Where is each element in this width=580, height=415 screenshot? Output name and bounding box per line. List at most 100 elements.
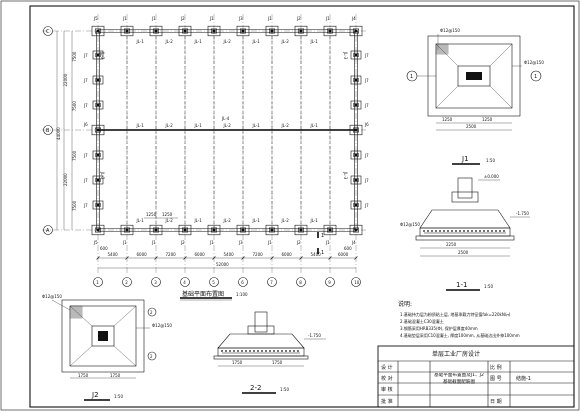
column xyxy=(96,54,100,56)
column-label-bottom: J1 xyxy=(325,240,330,245)
dim-text-bottom: 7200 xyxy=(166,252,177,257)
dim-text-bottom: 6000 xyxy=(137,252,148,257)
column-label-top: J2 xyxy=(296,16,301,21)
s22-footing xyxy=(217,333,305,349)
s22-cushion xyxy=(213,355,309,360)
beam-label: JL-1 xyxy=(310,123,319,128)
column xyxy=(125,228,129,232)
dim-edge-offset: 600 xyxy=(344,246,352,251)
j1-scale: 1:50 xyxy=(486,158,495,163)
dim-tick xyxy=(96,256,100,260)
rebar-dot xyxy=(475,230,477,232)
plan-title: 基础平面布置图 xyxy=(182,290,224,298)
axis-bubble-v xyxy=(296,277,306,287)
j2-pedestal xyxy=(91,325,115,347)
rebar-dot xyxy=(245,350,247,352)
j2-rebar-hatch xyxy=(69,305,83,319)
footing-j1-pedestal xyxy=(240,28,247,34)
axis-bubble-v xyxy=(351,277,361,287)
s11-elev-top: ±0.000 xyxy=(484,174,499,179)
column-label-top: J1 xyxy=(209,16,214,21)
footing-j1-pedestal xyxy=(182,28,189,34)
note-line-1: 1.基础持力层为粉质粘土层, 地基承载力特征值fak=220kN/㎡ xyxy=(400,311,510,317)
detail-dim-a: 1250 xyxy=(146,212,157,217)
s11-rebar: Φ12@150 xyxy=(400,222,420,227)
dim-edge-offset: 600 xyxy=(100,246,108,251)
footing-j1 xyxy=(323,224,337,236)
column-label-bottom: J1 xyxy=(267,240,272,245)
axis-label-v: 9 xyxy=(328,280,331,285)
j1-title: J1 xyxy=(461,155,469,163)
column xyxy=(354,204,358,206)
column-label-j7: J7 xyxy=(364,103,369,108)
rebar-dot xyxy=(285,350,287,352)
rebar-dot xyxy=(241,350,243,352)
column-label-j7: J7 xyxy=(364,78,369,83)
rebar-dot xyxy=(499,230,501,232)
column xyxy=(241,228,245,232)
axis-bubble-h xyxy=(43,125,53,135)
dim-text-left-half: 22000 xyxy=(63,173,68,186)
column xyxy=(354,228,358,232)
axis-label-h: A xyxy=(46,228,50,234)
dim-text-bottom: 7200 xyxy=(253,252,264,257)
column-label-bottom: J1 xyxy=(151,240,156,245)
j1-slope-bl xyxy=(435,85,459,109)
dim-text-bottom: 5400 xyxy=(224,252,235,257)
rebar-dot xyxy=(495,230,497,232)
axis-label-h: B xyxy=(46,128,50,134)
j2-column xyxy=(98,331,108,341)
footing-j1 xyxy=(207,224,221,236)
footing-j7 xyxy=(92,175,104,185)
footing-j7 xyxy=(350,100,362,110)
axis-label-v: 6 xyxy=(241,280,244,285)
column xyxy=(154,228,158,232)
column xyxy=(154,29,158,33)
s22-scale: 1:50 xyxy=(280,387,289,392)
beam-label: JL-2 xyxy=(165,218,174,223)
notes-heading: 说明: xyxy=(398,300,412,308)
tb-date-label: 日 期 xyxy=(490,399,502,405)
beam-label: JL-1 xyxy=(194,123,203,128)
tb-drawing-name-box: 基础平面布置图及J1、J2基础截面配筋图 xyxy=(434,373,484,385)
rebar-dot xyxy=(451,230,453,232)
j1-dim-total: 2500 xyxy=(466,124,477,129)
footing-j7-pedestal xyxy=(353,77,359,83)
j2-scale: 1:50 xyxy=(114,394,123,399)
column-label-top: J1 xyxy=(122,16,127,21)
column xyxy=(96,29,100,33)
s11-cushion xyxy=(415,235,515,241)
axis-bubble-v xyxy=(93,277,103,287)
column xyxy=(212,228,216,232)
footing-j1 xyxy=(178,25,192,37)
footing-j1 xyxy=(91,224,105,236)
rebar-dot xyxy=(237,350,239,352)
column-label-top: J3 xyxy=(238,16,243,21)
column-label-j6: J6 xyxy=(364,122,369,127)
beam-label: JL-2 xyxy=(223,218,232,223)
axis-label-h: C xyxy=(46,29,50,35)
note-line-4: 4.基础垫层采用C10混凝土, 厚度100mm, 从基础边出外伸100mm xyxy=(400,332,520,338)
j2-outline xyxy=(61,299,145,373)
beam-label-jl3: JL-3 xyxy=(343,51,348,60)
column xyxy=(125,29,129,33)
footing-j1 xyxy=(323,25,337,37)
column-label-bottom: J3 xyxy=(238,240,243,245)
beam-label: JL-1 xyxy=(252,123,261,128)
dim-text-left: 7500 xyxy=(72,150,77,161)
axis-bubble-h xyxy=(43,225,53,235)
s11-scale: 1:50 xyxy=(484,284,493,289)
footing-j7 xyxy=(92,75,104,85)
j2-rebar-top: Φ12@150 xyxy=(42,294,62,299)
j1-column xyxy=(466,72,482,80)
rebar-dot xyxy=(297,350,299,352)
footing-j6-pedestal xyxy=(95,127,102,133)
beam-label: JL-2 xyxy=(165,39,174,44)
footing-j7 xyxy=(350,150,362,160)
j2-rebar-right: Φ12@150 xyxy=(152,323,172,328)
rebar-dot xyxy=(225,350,227,352)
footing-j7-pedestal xyxy=(95,52,101,58)
rebar-dot xyxy=(233,350,235,352)
footing-j6 xyxy=(349,124,363,136)
dim-tick xyxy=(154,256,158,260)
